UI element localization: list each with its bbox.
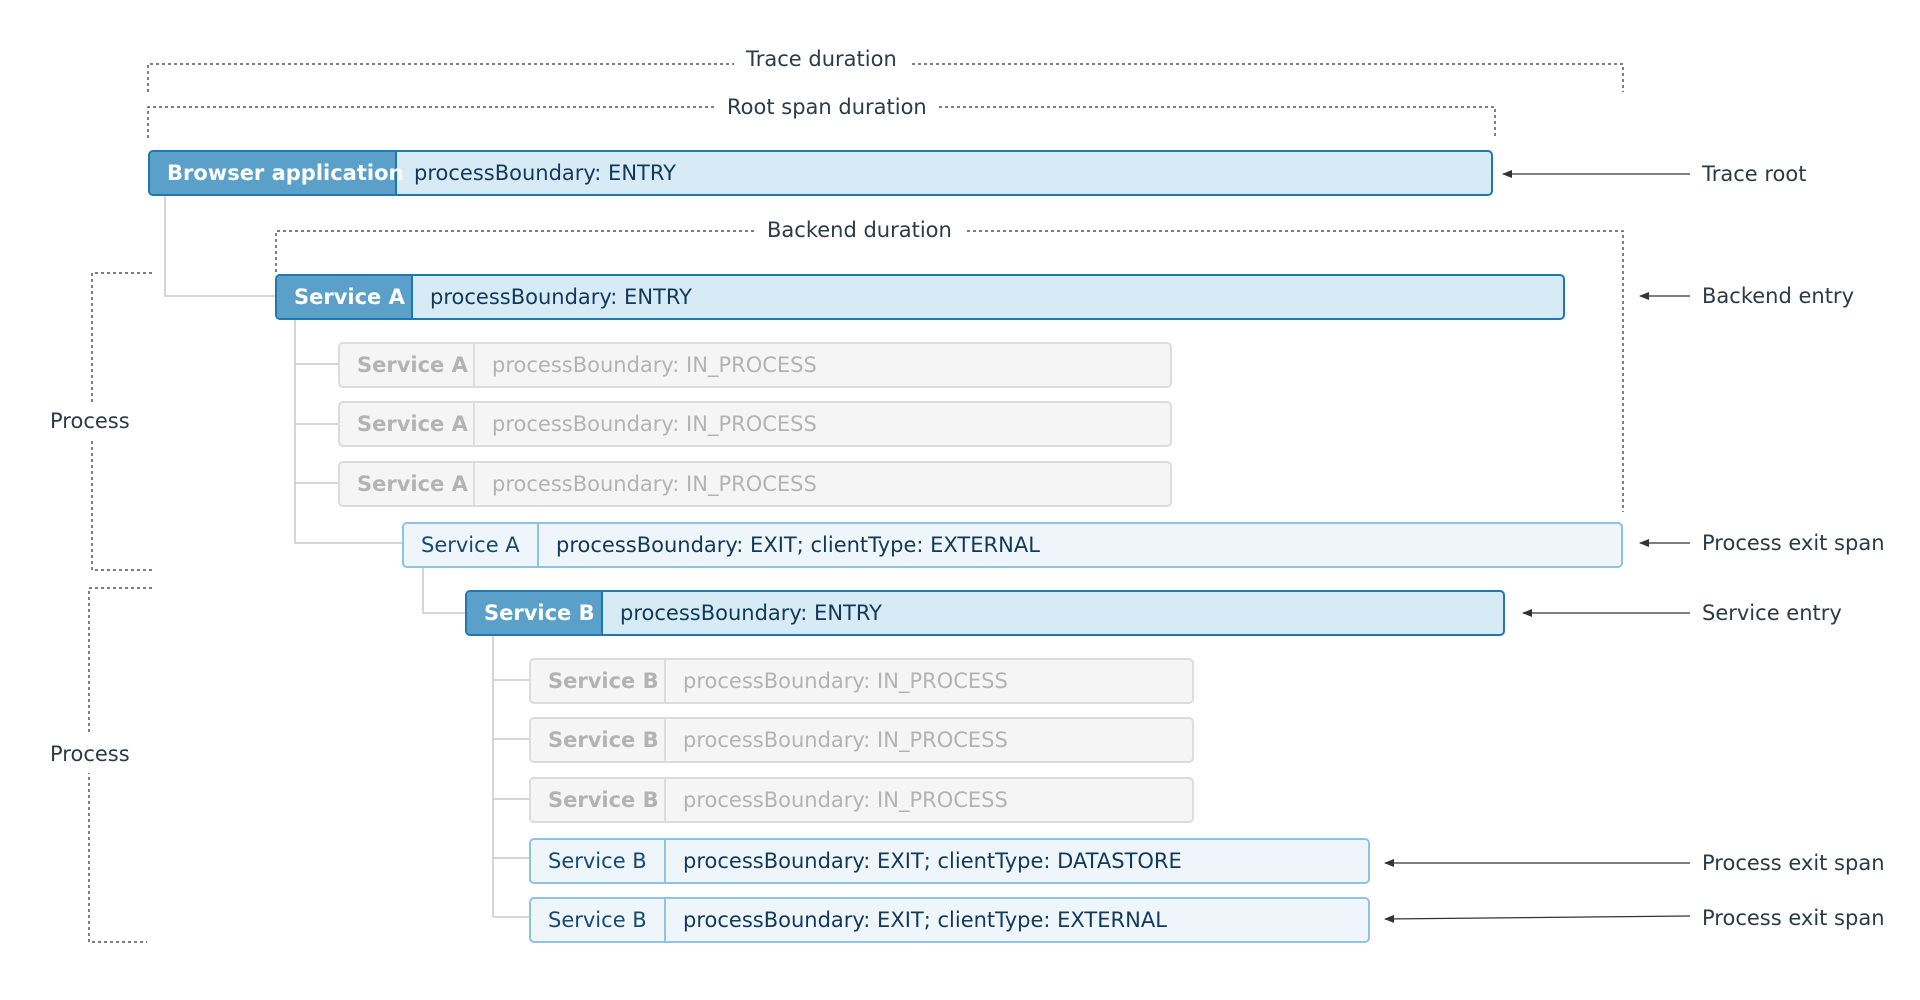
root-span-duration-label: Root span duration xyxy=(715,94,939,120)
span-service-a-in-process-2[interactable]: Service A processBoundary: IN_PROCESS xyxy=(338,401,1172,447)
connector-exit-to-service-b xyxy=(422,568,465,614)
span-attribute: processBoundary: IN_PROCESS xyxy=(492,412,817,436)
process-1-bracket xyxy=(91,272,152,571)
span-attribute: processBoundary: ENTRY xyxy=(430,285,692,309)
process-label-1: Process xyxy=(40,402,140,440)
span-service-b-in-process-2[interactable]: Service B processBoundary: IN_PROCESS xyxy=(529,717,1194,763)
span-attribute: processBoundary: IN_PROCESS xyxy=(683,728,1008,752)
connector-browser-to-service-a xyxy=(164,195,275,297)
annotation-trace-root: Trace root xyxy=(1702,162,1807,186)
span-service-a-entry[interactable]: Service A processBoundary: ENTRY xyxy=(275,274,1565,320)
span-attribute: processBoundary: ENTRY xyxy=(620,601,882,625)
span-attribute: processBoundary: EXIT; clientType: EXTER… xyxy=(556,533,1040,557)
annotation-service-entry: Service entry xyxy=(1702,601,1842,625)
span-browser-entry[interactable]: Browser application processBoundary: ENT… xyxy=(148,150,1493,196)
span-service-label: Service A xyxy=(340,403,475,445)
span-service-b-in-process-3[interactable]: Service B processBoundary: IN_PROCESS xyxy=(529,777,1194,823)
tree-connectors xyxy=(164,195,529,918)
span-service-a-in-process-1[interactable]: Service A processBoundary: IN_PROCESS xyxy=(338,342,1172,388)
annotation-arrows xyxy=(1384,170,1691,923)
span-service-label: Service B xyxy=(531,899,666,941)
span-attribute: processBoundary: EXIT; clientType: EXTER… xyxy=(683,908,1167,932)
span-service-label: Service A xyxy=(404,524,539,566)
span-service-label: Service B xyxy=(531,660,666,702)
span-service-a-exit[interactable]: Service A processBoundary: EXIT; clientT… xyxy=(402,522,1623,568)
span-attribute: processBoundary: EXIT; clientType: DATAS… xyxy=(683,849,1182,873)
span-attribute: processBoundary: IN_PROCESS xyxy=(492,472,817,496)
arrow-process-exit-b2 xyxy=(1384,914,1691,923)
annotation-process-exit-span-b1: Process exit span xyxy=(1702,851,1885,875)
span-service-label: Service B xyxy=(531,840,666,882)
connector-service-a-children xyxy=(294,320,402,544)
annotation-process-exit-span-b2: Process exit span xyxy=(1702,906,1885,930)
span-service-label: Service B xyxy=(467,592,603,634)
span-service-label: Service B xyxy=(531,779,666,821)
annotation-process-exit-span-a: Process exit span xyxy=(1702,531,1885,555)
connector-service-b-children xyxy=(492,636,529,918)
process-label-2: Process xyxy=(40,735,140,773)
span-service-label: Service B xyxy=(531,719,666,761)
span-attribute: processBoundary: IN_PROCESS xyxy=(683,788,1008,812)
trace-duration-label: Trace duration xyxy=(734,46,909,72)
backend-duration-label: Backend duration xyxy=(755,217,964,243)
span-service-a-in-process-3[interactable]: Service A processBoundary: IN_PROCESS xyxy=(338,461,1172,507)
span-service-b-exit-external[interactable]: Service B processBoundary: EXIT; clientT… xyxy=(529,897,1370,943)
span-service-b-in-process-1[interactable]: Service B processBoundary: IN_PROCESS xyxy=(529,658,1194,704)
annotation-backend-entry: Backend entry xyxy=(1702,284,1854,308)
span-service-label: Browser application xyxy=(150,152,403,194)
span-service-label: Service A xyxy=(340,463,475,505)
span-service-b-exit-datastore[interactable]: Service B processBoundary: EXIT; clientT… xyxy=(529,838,1370,884)
span-attribute: processBoundary: ENTRY xyxy=(414,161,676,185)
span-service-label: Service A xyxy=(340,344,475,386)
span-attribute: processBoundary: IN_PROCESS xyxy=(683,669,1008,693)
span-attribute: processBoundary: IN_PROCESS xyxy=(492,353,817,377)
span-service-label: Service A xyxy=(277,276,413,318)
span-service-b-entry[interactable]: Service B processBoundary: ENTRY xyxy=(465,590,1505,636)
trace-duration-bracket xyxy=(147,63,1624,92)
